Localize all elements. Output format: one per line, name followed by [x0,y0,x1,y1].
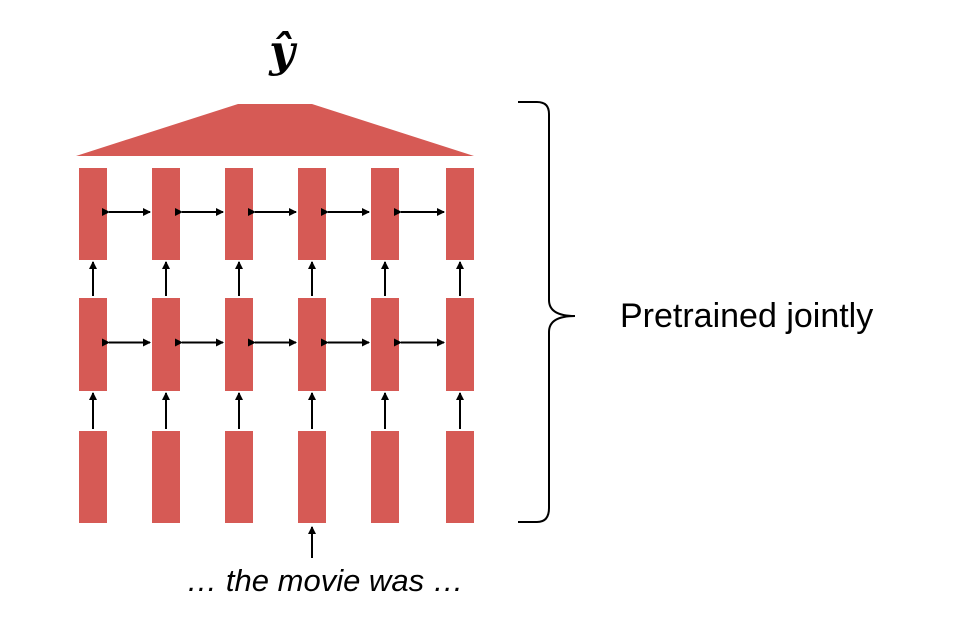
hidden-layer-2-block-5 [371,168,399,260]
hidden-layer-2-block-3 [225,168,253,260]
input-layer-block-1 [79,431,107,523]
hidden-layer-1-block-2 [152,298,180,391]
hidden-layer-1-block-4 [298,298,326,391]
hidden-layer-2-block-6 [446,168,474,260]
layer-bracket [518,101,576,523]
input-layer-block-3 [225,431,253,523]
input-layer-block-6 [446,431,474,523]
hidden-layer-2-block-2 [152,168,180,260]
hidden-layer-2-block-1 [79,168,107,260]
output-label: ŷ [268,26,298,77]
hidden-layer-2-block-4 [298,168,326,260]
side-label: Pretrained jointly [620,297,873,335]
output-pooling-trapezoid [76,104,474,156]
input-layer-block-4 [298,431,326,523]
network-arrows [89,208,464,558]
hidden-layer-1-block-3 [225,298,253,391]
input-caption: … the movie was … [186,563,463,598]
hidden-layer-1-block-6 [446,298,474,391]
hidden-layer-1-block-1 [79,298,107,391]
network-blocks [79,168,474,523]
input-layer-block-5 [371,431,399,523]
hidden-layer-1-block-5 [371,298,399,391]
input-layer-block-2 [152,431,180,523]
